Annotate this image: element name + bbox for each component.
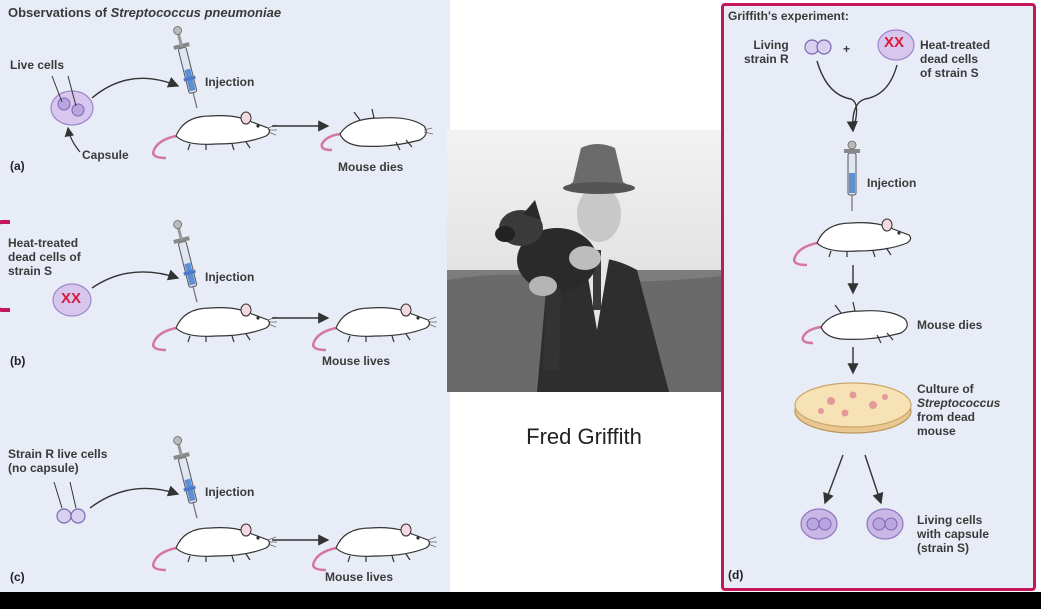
experiment-title: Griffith's experiment: <box>728 9 849 23</box>
result-label: Living cells with capsule (strain S) <box>917 513 990 555</box>
d-outcome-label: Mouse dies <box>917 318 983 332</box>
culture-label: Culture of Streptococcus from dead mouse <box>917 382 1001 438</box>
b-outcome-label: Mouse lives <box>322 354 391 368</box>
b-dead-cells-xx-icon: XX <box>61 290 82 307</box>
b-panel-letter: (b) <box>10 354 26 368</box>
right-diagram-art <box>793 29 915 540</box>
highlight-bracket <box>0 220 10 312</box>
d-panel-letter: (d) <box>728 568 744 582</box>
a-panel-letter: (a) <box>10 159 25 173</box>
a-capsule-label: Capsule <box>82 148 129 162</box>
living-strain-r-label: Living strain R <box>744 38 789 66</box>
heat-treated-label: Heat-treated dead cells of strain S <box>920 38 991 80</box>
a-outcome-label: Mouse dies <box>338 160 404 174</box>
d-dead-cells-xx-icon: XX <box>884 34 905 51</box>
b-injection-label: Injection <box>205 270 255 284</box>
griffith-experiment-panel <box>721 3 1036 591</box>
a-live-cells-label: Live cells <box>10 58 65 72</box>
photo-caption: Fred Griffith <box>526 424 642 449</box>
c-outcome-label: Mouse lives <box>325 570 394 584</box>
c-panel-letter: (c) <box>10 570 25 584</box>
fred-griffith-photo <box>447 130 721 392</box>
a-injection-label: Injection <box>205 75 255 89</box>
b-heat-treated-label: Heat-treated dead cells of strain S <box>8 236 81 278</box>
plus-sign: + <box>843 42 851 56</box>
left-diagram-art <box>50 24 439 572</box>
c-strain-r-label: Strain R live cells (no capsule) <box>8 447 108 475</box>
bottom-black-bar <box>0 592 1041 609</box>
c-injection-label: Injection <box>205 485 255 499</box>
d-injection-label: Injection <box>867 176 917 190</box>
observations-title: Observations of Streptococcus pneumoniae <box>8 5 282 20</box>
